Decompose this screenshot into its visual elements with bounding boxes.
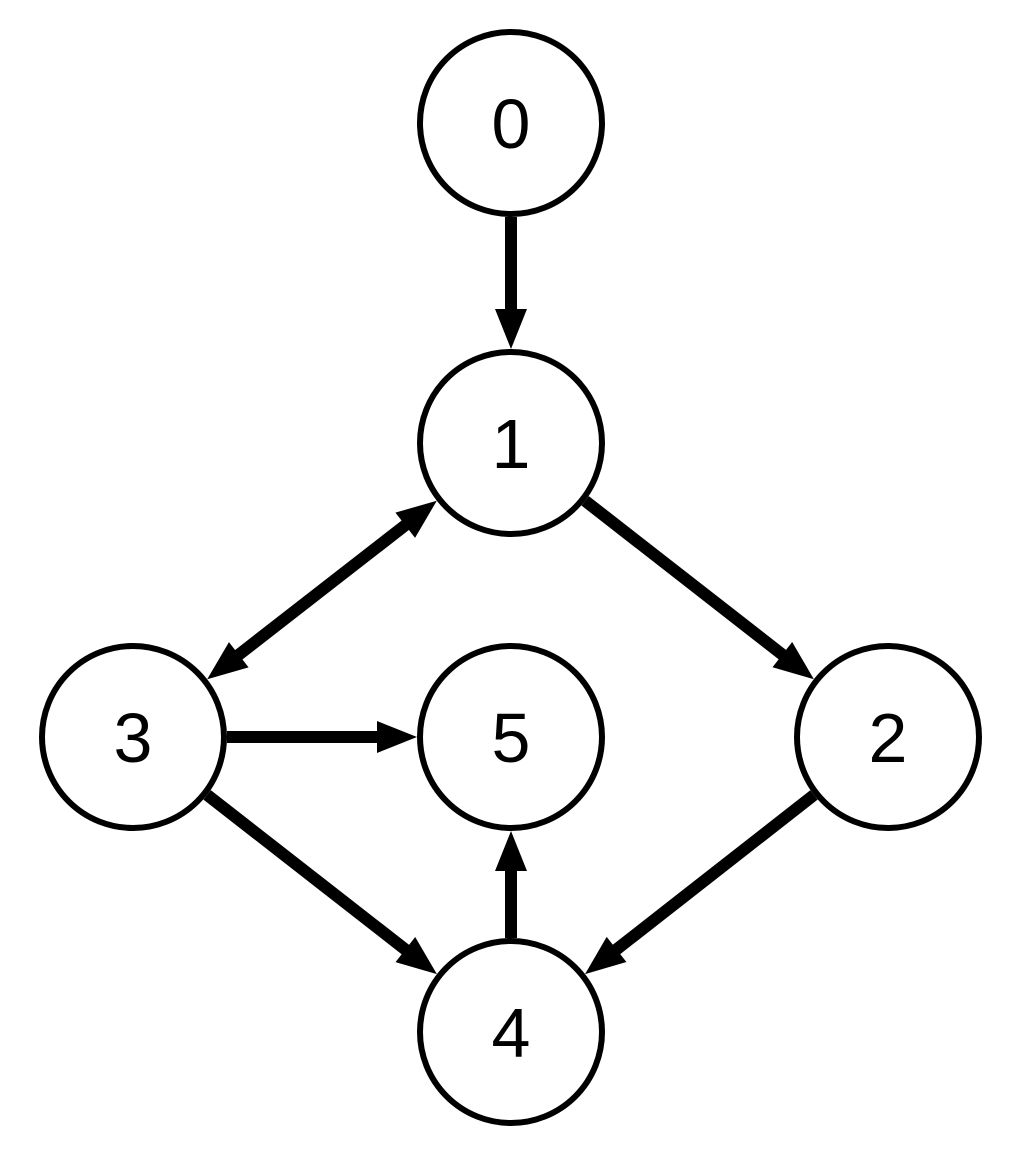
edge-3-4 — [203, 790, 437, 975]
nodes-layer: 0 1 2 3 4 5 — [39, 29, 982, 1126]
edge-4-5 — [495, 831, 527, 938]
edge-1-2 — [581, 496, 814, 680]
node-label-4: 4 — [492, 994, 531, 1072]
node-1: 1 — [417, 349, 605, 537]
node-2: 2 — [794, 643, 982, 831]
node-label-2: 2 — [869, 699, 908, 777]
node-label-0: 0 — [492, 85, 531, 163]
edge-2-4 — [585, 790, 818, 975]
node-label-5: 5 — [492, 699, 531, 777]
node-4: 4 — [417, 938, 605, 1126]
node-5: 5 — [417, 643, 605, 831]
node-label-1: 1 — [492, 405, 531, 483]
edge-3-5 — [227, 721, 417, 753]
node-0: 0 — [417, 29, 605, 217]
node-3: 3 — [39, 643, 227, 831]
edge-0-1 — [495, 217, 527, 349]
edge-1-3 — [207, 500, 437, 680]
edges-layer — [203, 217, 818, 975]
node-label-3: 3 — [114, 699, 153, 777]
